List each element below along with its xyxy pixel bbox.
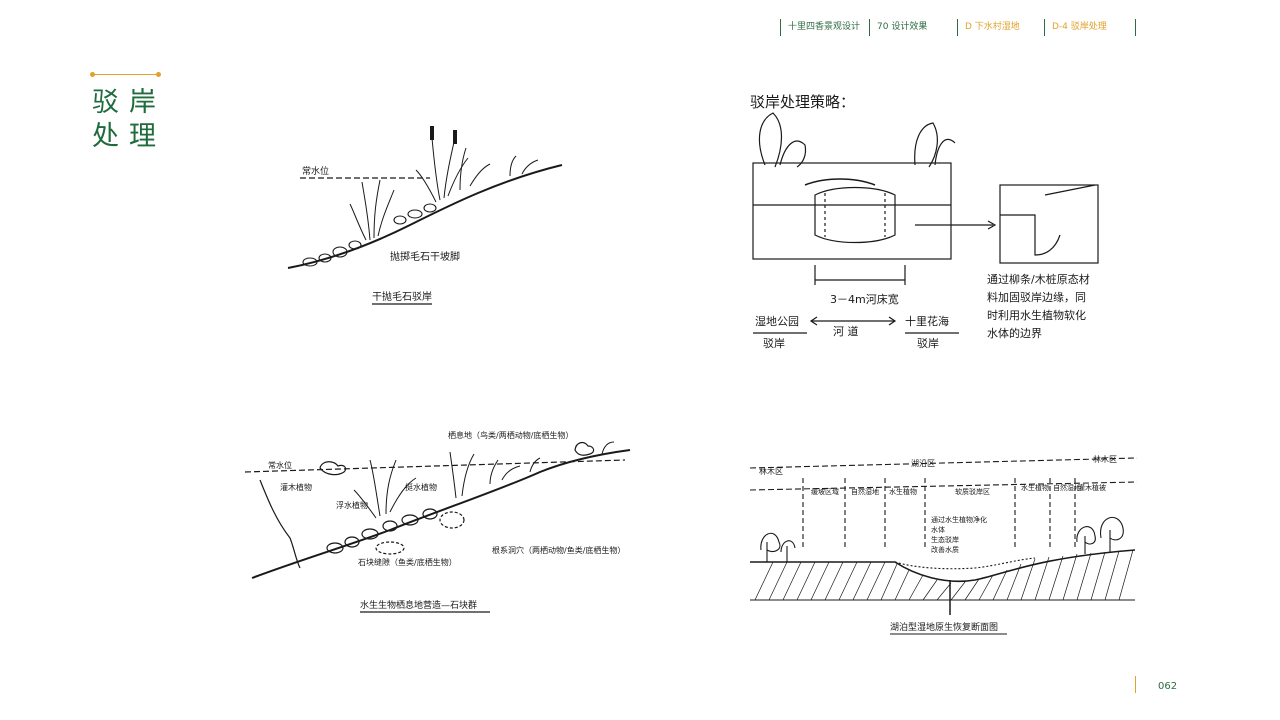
strategy-heading: 驳岸处理策略： xyxy=(750,93,855,111)
wetland-subzone-3: 水生植物 xyxy=(889,487,917,496)
sketch-bank-strategy: 驳岸处理策略： 3－4m河床宽 湿地公园 驳岸 河 道 十里花海 驳岸 xyxy=(745,85,1155,370)
page-number: 062 xyxy=(1158,681,1178,692)
habitat-floating-label: 浮水植物 xyxy=(336,500,368,510)
wetland-subzone-6: 自然湿地 xyxy=(1053,483,1081,492)
habitat-gaps-label: 石块缝隙（鱼类/底栖生物） xyxy=(358,557,457,567)
strategy-left-sub: 驳岸 xyxy=(763,337,785,350)
wetland-subzone-1: 缓坡区域 xyxy=(811,487,839,496)
habitat-bank-caption: 水生生物栖息地营造—石块群 xyxy=(360,599,477,611)
strategy-note-line-3: 时利用水生植物软化 xyxy=(987,308,1086,322)
title-accent-dot-right xyxy=(156,72,161,77)
habitat-water-level-label: 常水位 xyxy=(268,460,292,470)
wetland-subzone-2: 自然湿地 xyxy=(851,487,879,496)
strategy-right-label: 十里花海 xyxy=(905,314,949,328)
habitat-cave-label: 根系洞穴（两栖动物/鱼类/底栖生物） xyxy=(492,545,625,555)
strategy-width-label: 3－4m河床宽 xyxy=(830,292,899,306)
title-accent-dot-left xyxy=(90,72,95,77)
breadcrumb-end-divider xyxy=(1135,19,1136,36)
sketch-wetland-section: 林木区 湖沿区 林木区 缓坡区域 自然湿地 水生植物 软质驳岸区 水生植物 自然… xyxy=(745,450,1145,640)
section-title-line-1: 驳岸 xyxy=(92,87,166,118)
breadcrumb-item-design[interactable]: 70 设计效果 xyxy=(869,19,927,36)
strategy-note-line-1: 通过柳条/木桩原态材 xyxy=(987,272,1090,286)
wetland-subzone-7: 灌木植被 xyxy=(1078,483,1106,492)
strategy-note-line-2: 料加固驳岸边缘，同 xyxy=(987,290,1086,304)
sketch-rubble-bank: 常水位 抛掷毛石干坡脚 干抛毛石驳岸 xyxy=(270,120,570,320)
strategy-note-line-4: 水体的边界 xyxy=(987,326,1042,340)
title-accent-rule xyxy=(92,74,158,75)
breadcrumb-item-wetland[interactable]: D 下水村湿地 xyxy=(957,19,1020,36)
wetland-section-caption: 湖泊型湿地原生恢复断面图 xyxy=(890,621,998,633)
wetland-subzone-4: 软质驳岸区 xyxy=(955,487,990,496)
strategy-middle-label: 河 道 xyxy=(833,324,859,338)
wetland-zone-left: 林木区 xyxy=(759,466,783,476)
wetland-zone-center: 湖沿区 xyxy=(911,459,935,468)
page-number-rule xyxy=(1135,676,1136,693)
rubble-toe-label: 抛掷毛石干坡脚 xyxy=(390,250,460,263)
habitat-note-label: 栖息地（鸟类/两栖动物/底栖生物） xyxy=(448,430,573,440)
wetland-subzone-5: 水生植物 xyxy=(1021,483,1049,492)
section-title-line-2: 处理 xyxy=(92,121,166,152)
sketch-habitat-bank: 栖息地（鸟类/两栖动物/底栖生物） 常水位 灌木植物 挺水植物 浮水植物 石块缝… xyxy=(240,420,640,620)
breadcrumb-item-project[interactable]: 十里四香景观设计 xyxy=(780,19,860,36)
rubble-bank-caption: 干抛毛石驳岸 xyxy=(372,290,432,303)
wetland-note-line-3: 生态驳岸 xyxy=(931,535,959,544)
wetland-note-line-4: 改善水质 xyxy=(931,545,959,554)
habitat-emergent-label: 挺水植物 xyxy=(405,482,437,492)
strategy-right-sub: 驳岸 xyxy=(917,337,939,350)
strategy-left-label: 湿地公园 xyxy=(755,315,799,328)
wetland-zone-right: 林木区 xyxy=(1093,454,1117,464)
habitat-shrub-label: 灌木植物 xyxy=(280,482,312,492)
rubble-water-level-label: 常水位 xyxy=(302,165,329,177)
wetland-note-line-1: 通过水生植物净化 xyxy=(931,515,987,524)
breadcrumb-item-bank-treatment[interactable]: D-4 驳岸处理 xyxy=(1044,19,1107,36)
wetland-note-line-2: 水体 xyxy=(931,525,945,534)
